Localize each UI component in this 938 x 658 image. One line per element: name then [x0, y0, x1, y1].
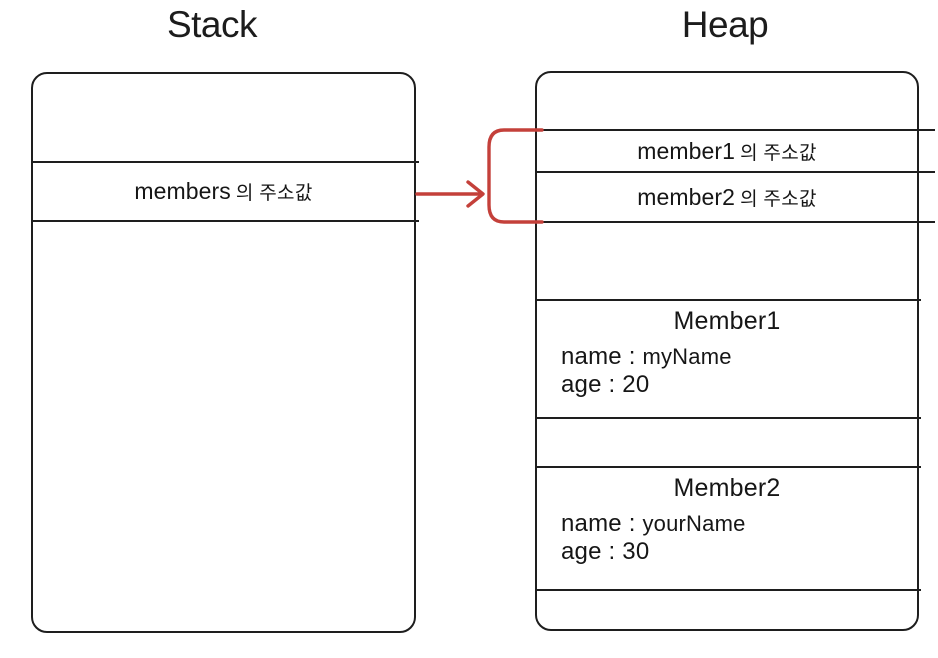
heap-divider-3: [535, 221, 935, 223]
member1-field-name: name : myName: [561, 343, 919, 371]
heap-divider-7: [535, 589, 921, 591]
stack-memory-panel: [31, 72, 416, 633]
heap-object-member2: Member2 name : yourName age : 30: [535, 476, 919, 566]
stack-members-var-name: members: [134, 178, 231, 204]
stack-divider-2: [31, 220, 419, 222]
heap-divider-1: [535, 129, 935, 131]
member2-class-name: Member2: [673, 474, 781, 502]
member2-field-age: age : 30: [561, 538, 919, 566]
arrow-head: [466, 180, 485, 208]
member1-field-name-value: myName: [642, 344, 732, 369]
member2-field-name-key: name :: [561, 510, 636, 537]
heap-panel-title: Heap: [681, 4, 769, 45]
heap-member2-var-name: member2: [637, 184, 736, 210]
member2-field-age-value: 30: [622, 537, 650, 565]
member2-field-name-value: yourName: [642, 511, 746, 536]
heap-object-member1: Member1 name : myName age : 20: [535, 309, 919, 399]
heap-member1-var-name: member1: [637, 138, 736, 164]
heap-member2-suffix: 의 주소값: [740, 189, 817, 210]
heap-memory-panel: [535, 71, 919, 631]
heap-divider-4: [535, 299, 921, 301]
heap-member1-suffix: 의 주소값: [740, 143, 817, 164]
heap-divider-6: [535, 466, 921, 468]
member2-field-name: name : yourName: [561, 510, 919, 538]
heap-divider-2: [535, 171, 935, 173]
stack-members-suffix: 의 주소값: [235, 183, 313, 204]
member2-field-age-key: age :: [561, 537, 616, 565]
member1-field-age: age : 20: [561, 371, 919, 399]
member1-field-age-key: age :: [561, 370, 616, 398]
member1-field-name-key: name :: [561, 343, 636, 370]
members-to-heap-arrow: [415, 128, 544, 224]
stack-panel-title: Stack: [166, 4, 258, 45]
stack-divider-1: [31, 161, 419, 163]
member1-class-name: Member1: [673, 307, 781, 335]
heap-divider-5: [535, 417, 921, 419]
member1-field-age-value: 20: [622, 370, 650, 398]
